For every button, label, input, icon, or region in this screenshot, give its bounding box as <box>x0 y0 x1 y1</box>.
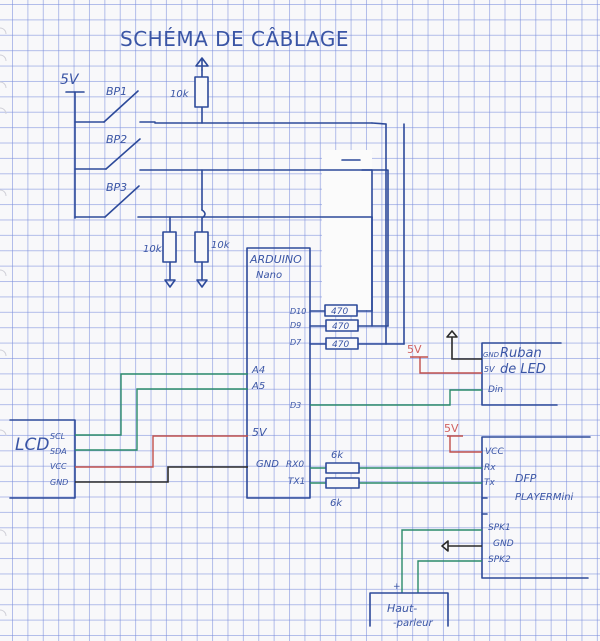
resistor-tx-6k <box>325 477 360 489</box>
dfplayer-name: DFP <box>515 472 537 485</box>
pulldown-right-label: 10k <box>211 240 231 251</box>
pin-d3-label: D3 <box>290 401 301 410</box>
resistor-rx-label: 6k <box>331 450 344 461</box>
lcd-module: LCD SCL SDA VCC GND <box>9 419 76 499</box>
correction-fluid-patch <box>322 150 372 310</box>
led-pin-5v: 5V <box>484 365 495 374</box>
pin-d7-label: D7 <box>290 338 302 347</box>
ground-arrow-icon <box>164 279 176 288</box>
bp3-label: BP3 <box>106 181 127 194</box>
wire-spk2 <box>417 560 482 593</box>
bp2-label: BP2 <box>106 133 127 146</box>
switch-bp2-icon <box>105 138 141 170</box>
wire-led-5v <box>410 356 482 374</box>
bp1-net: 10k <box>154 57 387 345</box>
dfplayer-pin-rx: Rx <box>484 463 496 473</box>
dfplayer-pin-vcc: VCC <box>485 447 504 457</box>
lcd-pin-gnd: GND <box>50 478 68 487</box>
vcc-arrow-icon <box>195 57 209 71</box>
pin-5v-label: 5V <box>252 426 268 439</box>
lcd-name: LCD <box>15 435 49 455</box>
pin-a5-label: A5 <box>251 381 265 392</box>
pin-a4-label: A4 <box>251 365 265 376</box>
lcd-pin-scl: SCL <box>50 432 65 441</box>
pin-gnd-label: GND <box>256 459 279 470</box>
pin-rx0-label: RX0 <box>286 460 304 470</box>
wire-scl-a4 <box>75 373 248 436</box>
schematic-title: SCHÉMA DE CÂBLAGE <box>120 27 349 51</box>
led-pin-gnd: GND <box>483 351 500 359</box>
lcd-pin-sda: SDA <box>50 447 67 456</box>
led-resistors: 470 470 470 <box>309 123 405 350</box>
led-strip-name: Ruban <box>500 346 542 361</box>
resistor-d9-label: 470 <box>332 322 349 332</box>
pin-d10-label: D10 <box>290 307 306 316</box>
arduino-model: Nano <box>256 270 282 281</box>
pulldown-left-label: 10k <box>143 244 163 255</box>
pulldown-right: 10k <box>194 231 231 288</box>
resistor-d7-label: 470 <box>332 340 349 350</box>
ground-arrow-icon <box>446 330 458 338</box>
bp1-label: BP1 <box>106 85 127 98</box>
ground-arrow-icon <box>441 540 449 552</box>
dfplayer-model: PLAYERMini <box>515 492 574 503</box>
rail-5v-label: 5V <box>60 72 80 88</box>
lcd-wires <box>75 373 248 483</box>
dfplayer-mini: 5V VCC Rx Tx DFP PLAYERMini SPK1 GND SPK… <box>444 422 591 579</box>
dfplayer-pin-spk1: SPK1 <box>488 523 511 533</box>
power-rail-5v: 5V <box>60 72 107 219</box>
dfplayer-pin-tx: Tx <box>484 478 495 488</box>
resistor-tx-label: 6k <box>330 498 343 509</box>
led-supply-5v-label: 5V <box>407 343 422 356</box>
pin-d9-label: D9 <box>290 321 301 330</box>
arduino-nano: ARDUINO Nano D10 D9 D7 A4 A5 D3 5V GND R… <box>246 247 311 499</box>
speaker-plus-sign: + <box>393 582 401 592</box>
led-strip: GND Ruban 5V de LED Din 5V <box>310 330 562 406</box>
led-pin-din: Din <box>488 385 503 395</box>
wire-d3-din <box>310 389 482 406</box>
speaker-wires <box>401 529 482 593</box>
dfplayer-pin-spk2: SPK2 <box>488 555 511 565</box>
switch-bp3-icon <box>104 185 140 218</box>
resistor-pulldown-left-10k <box>162 231 177 263</box>
push-button-bp1: BP1 <box>103 85 156 123</box>
speaker-name: Haut- <box>387 602 417 615</box>
wire-gnd-gnd <box>75 466 248 483</box>
speaker: + Haut- -parleur <box>369 582 449 629</box>
resistor-d10-label: 470 <box>331 307 348 317</box>
switch-bp1-icon <box>103 90 139 123</box>
arduino-body <box>246 247 311 499</box>
wire-sda-a5 <box>75 388 248 451</box>
binding-holes <box>0 27 7 617</box>
pullup-10k-label: 10k <box>170 89 190 100</box>
wire-dfplayer-5v <box>447 435 482 453</box>
serial-wires: 6k 6k <box>310 450 482 509</box>
lcd-pin-vcc: VCC <box>50 462 67 471</box>
led-strip-name-2: de LED <box>500 362 546 377</box>
resistor-pullup-10k <box>194 76 209 108</box>
ground-arrow-icon <box>196 279 208 288</box>
wire-vcc-5v <box>75 435 248 468</box>
resistor-pulldown-right-10k <box>194 231 209 263</box>
push-button-bp2: BP2 <box>105 133 141 170</box>
pulldown-left: 10k <box>143 231 177 288</box>
dfplayer-pin-gnd: GND <box>493 539 514 549</box>
resistor-rx-6k <box>325 462 360 474</box>
dfplayer-supply-5v-label: 5V <box>444 422 459 435</box>
wire-spk1 <box>401 529 482 593</box>
pin-tx1-label: TX1 <box>288 477 305 487</box>
arduino-name: ARDUINO <box>249 253 302 266</box>
push-button-bp3: BP3 <box>104 181 140 218</box>
wire-led-gnd <box>451 337 482 360</box>
speaker-name-2: -parleur <box>393 618 433 629</box>
